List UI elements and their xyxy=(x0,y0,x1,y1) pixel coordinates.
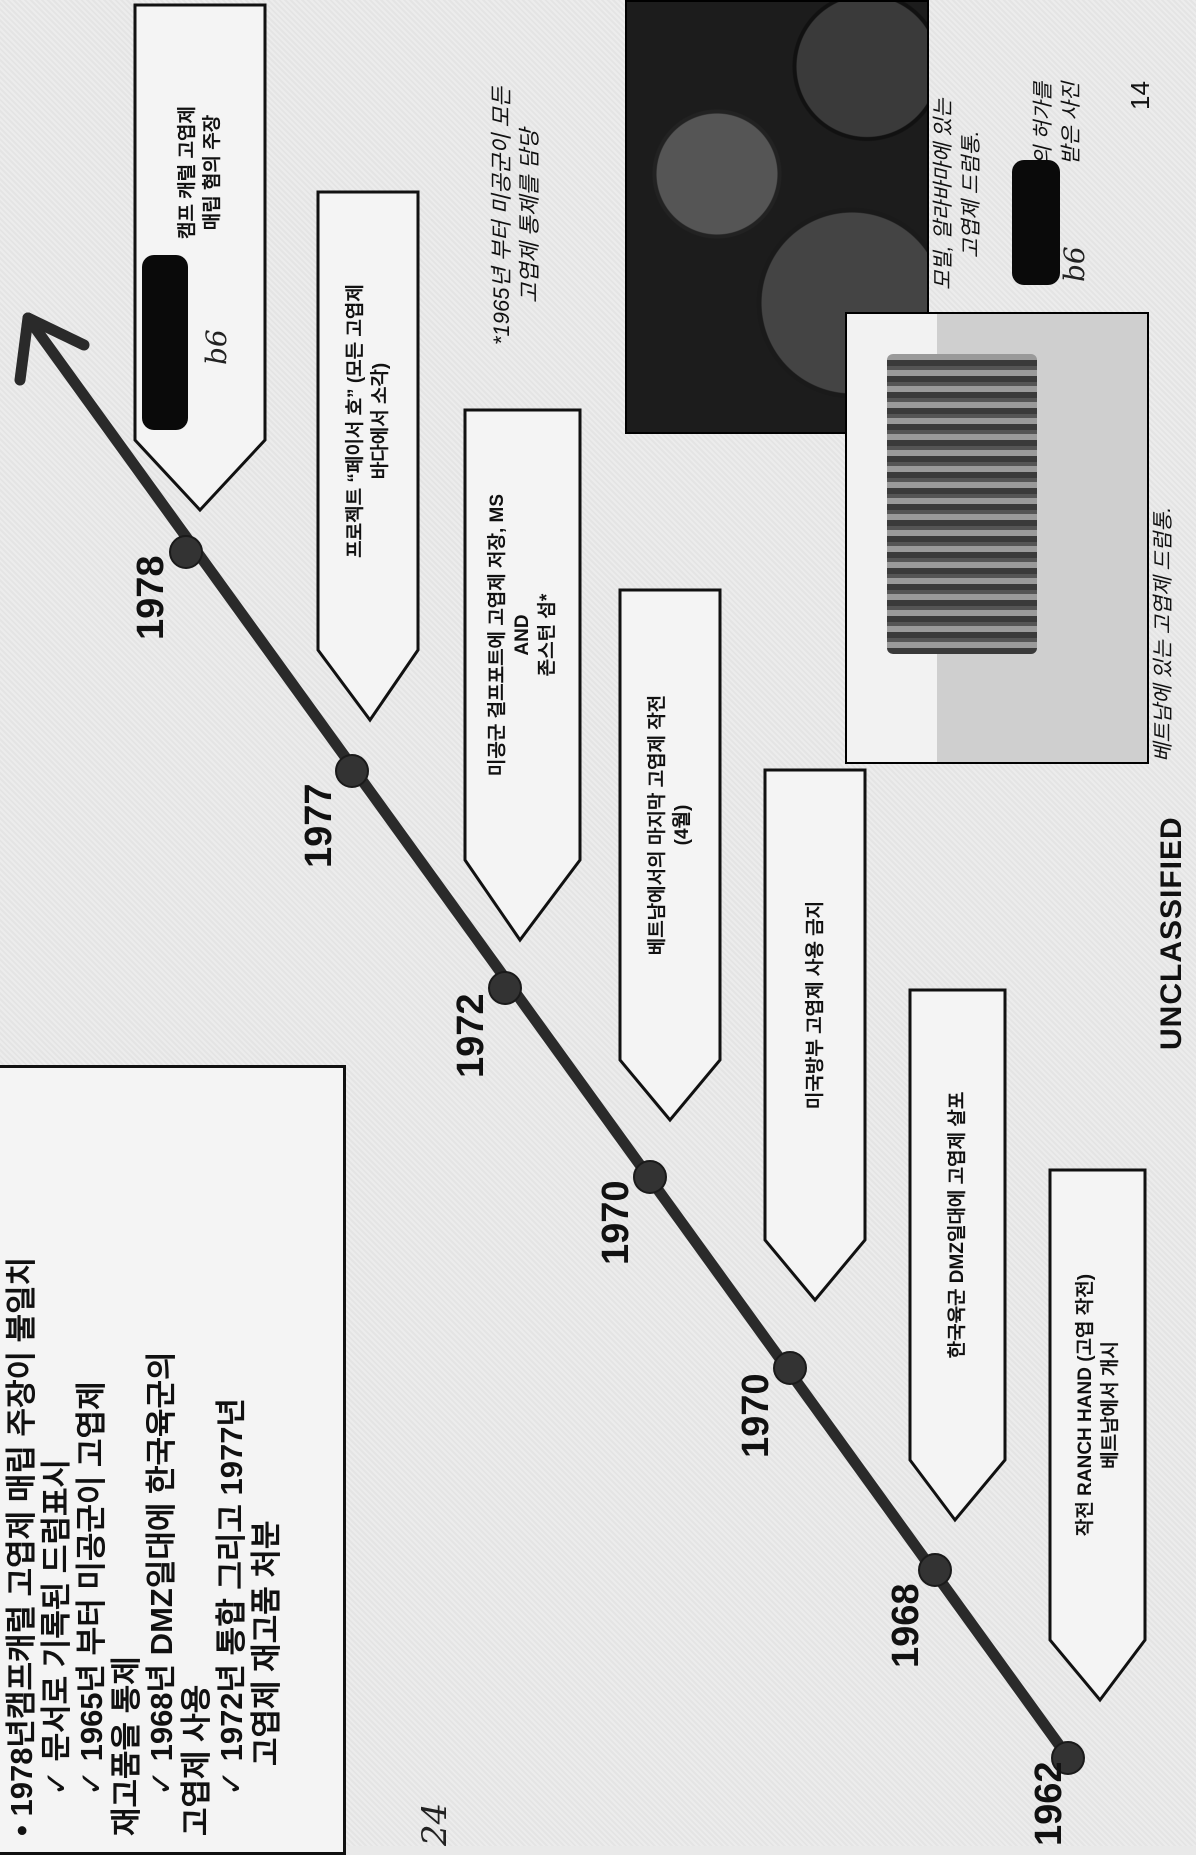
year-label-1977: 1977 xyxy=(298,783,340,868)
timeline-arrowhead xyxy=(14,312,90,386)
redaction-1978 xyxy=(142,255,188,430)
handwritten-b6-1978: b6 xyxy=(200,329,233,365)
notes-line-8: 고엽제 재고품 처분 xyxy=(249,1520,284,1766)
footnote: *1965년 부터 미공군이 모든 고엽제 통제를 담당 xyxy=(489,86,542,345)
timeline-dot-1970b xyxy=(633,1160,667,1194)
photo-vietnam-drums xyxy=(845,312,1149,764)
classification-marking: UNCLASSIFIED xyxy=(1155,816,1188,1050)
notes-line-1: • 1978년캠프캐럴 고엽제 매립 주장이 불일치 xyxy=(4,1256,39,1836)
year-label-1968: 1968 xyxy=(885,1583,927,1668)
notes-line-6: 고엽제 사용 xyxy=(179,1684,214,1836)
barrel-stack xyxy=(887,354,1037,654)
timeline-dot-1977 xyxy=(335,754,369,788)
caption-vietnam: 베트남에 있는 고엽제 드럼통. xyxy=(1152,506,1175,762)
notes-box-frame xyxy=(0,1065,346,1855)
notes-line-2: ✓ 문서로 기록된 드럼표시 xyxy=(39,1458,74,1796)
timeline-dot-1962 xyxy=(1051,1741,1085,1775)
caption-permission: 의 허가를 받은 사진 xyxy=(1032,81,1083,165)
year-label-1962: 1962 xyxy=(1028,1761,1070,1846)
notes-line-7: ✓ 1972년 통합 그리고 1977년 xyxy=(214,1398,249,1796)
event-1970a: 미국방부 고엽제 사용 금지 xyxy=(804,900,826,1110)
notes-box: • 1978년캠프캐럴 고엽제 매립 주장이 불일치 ✓ 문서로 기록된 드럼표… xyxy=(4,1071,284,1836)
timeline-dot-1978 xyxy=(169,535,203,569)
event-1970b: 베트남에서의 마지막 고엽제 작전(4월) xyxy=(647,694,693,956)
year-label-1978: 1978 xyxy=(130,555,172,640)
notes-line-4: 재고품을 통제 xyxy=(109,1656,144,1836)
page-number: 14 xyxy=(1125,81,1155,110)
notes-line-3: ✓ 1965년 부터 미공군이 고엽제 xyxy=(74,1381,109,1796)
timeline-dot-1972 xyxy=(488,971,522,1005)
year-label-1970a: 1970 xyxy=(735,1373,777,1458)
handwritten-mark: 24 xyxy=(415,1802,455,1846)
caption-alabama: 모빌, 알라바마에 있는 고엽제 드럼통. xyxy=(932,98,983,290)
handwritten-b6-permission: b6 xyxy=(1058,246,1091,282)
year-label-1970b: 1970 xyxy=(595,1180,637,1265)
event-box-outline-1972 xyxy=(463,408,582,943)
event-box-outline-1977 xyxy=(316,190,420,723)
photo-alabama-drums xyxy=(625,0,929,434)
event-1968: 한국육군 DMZ일대에 고엽제 살포 xyxy=(947,1091,968,1359)
event-1962: 작전 RANCH HAND (고엽 작전)베트남에서 개시 xyxy=(1074,1273,1121,1537)
year-label-1972: 1972 xyxy=(450,993,492,1078)
event-box-outline-1970a xyxy=(763,768,867,1303)
event-box-outline-1968 xyxy=(908,988,1007,1523)
notes-line-5: ✓ 1968년 DMZ일대에 한국육군의 xyxy=(144,1351,179,1796)
event-box-outline-1962 xyxy=(1048,1168,1147,1703)
event-box-outline-1970b xyxy=(618,588,722,1123)
timeline-dot-1968 xyxy=(918,1553,952,1587)
redaction-permission xyxy=(1012,160,1060,285)
timeline-dot-1970a xyxy=(773,1351,807,1385)
